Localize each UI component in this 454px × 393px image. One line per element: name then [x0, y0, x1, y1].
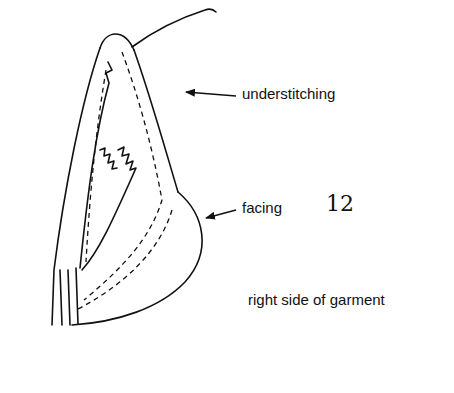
- seam-stitching: [86, 70, 106, 262]
- understitching-line: [84, 52, 162, 300]
- seam-stitching: [76, 210, 172, 310]
- leader-line: [206, 210, 236, 218]
- fold-curl: [100, 34, 134, 50]
- part-label: understitching: [242, 86, 335, 103]
- neckline-edge: [132, 9, 216, 47]
- bottom-edges: [60, 268, 78, 325]
- clips: [100, 148, 117, 169]
- part-label: right side of garment: [248, 292, 385, 309]
- outer-edge: [52, 48, 100, 325]
- leader-line: [186, 92, 236, 96]
- part-label: facing: [242, 200, 282, 217]
- figure-number: 12: [326, 192, 354, 216]
- turned-edge: [134, 50, 178, 192]
- seam-allowance: [80, 62, 112, 268]
